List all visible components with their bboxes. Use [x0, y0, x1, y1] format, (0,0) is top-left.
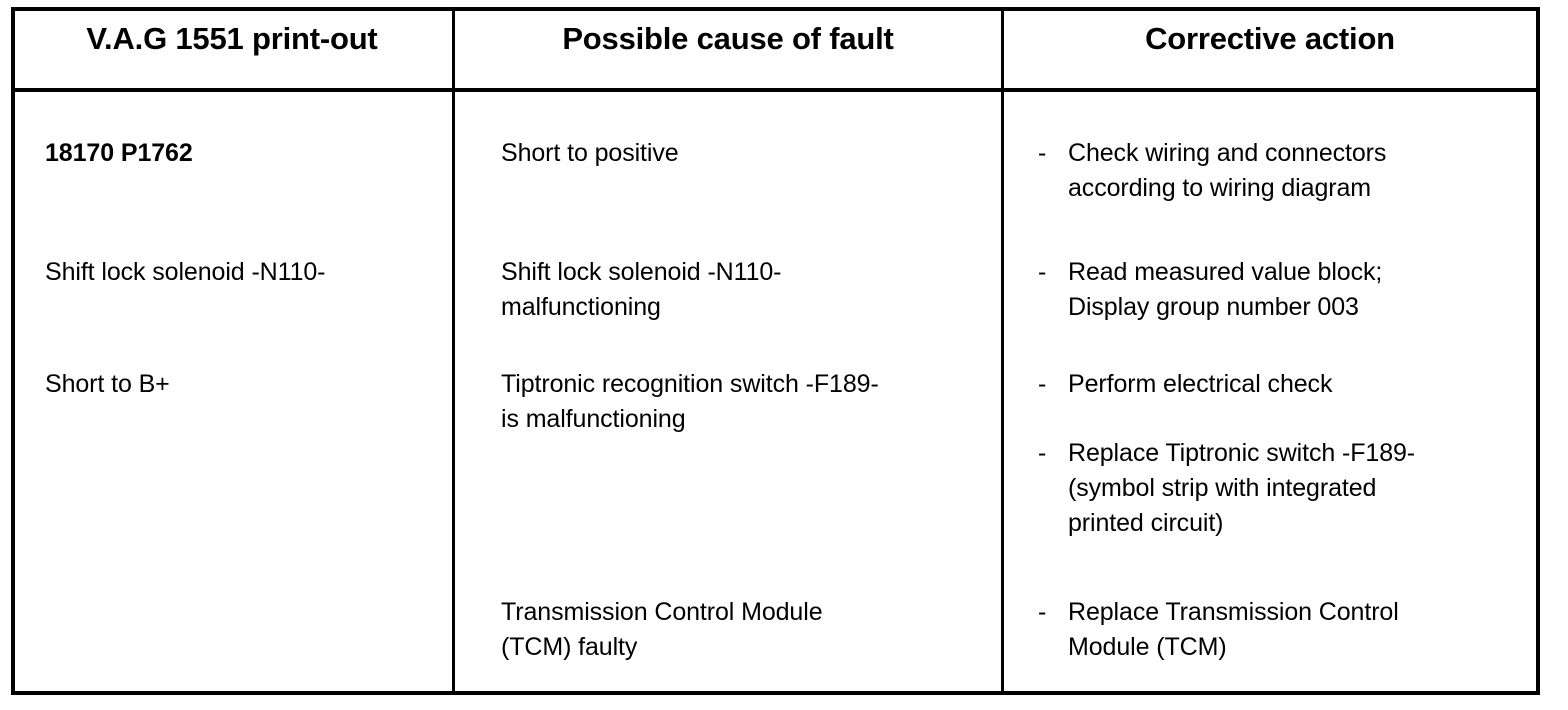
action-entry-text: Read measured value block; Display group… — [1068, 258, 1383, 321]
action-entry: - Read measured value block; Display gro… — [1038, 255, 1528, 325]
table-body: 18170 P1762 Shift lock solenoid -N110- S… — [15, 92, 1536, 691]
action-entry-text: Check wiring and connectors according to… — [1068, 139, 1387, 202]
column-header-cause-label: Possible cause of fault — [562, 21, 894, 56]
column-cause: Short to positive Shift lock solenoid -N… — [452, 92, 1001, 691]
table-header-row: V.A.G 1551 print-out Possible cause of f… — [15, 11, 1536, 92]
action-entry: - Replace Transmission Control Module (T… — [1038, 595, 1528, 665]
column-header-action: Corrective action — [1001, 11, 1536, 92]
column-header-printout: V.A.G 1551 print-out — [15, 11, 449, 92]
hyphen-bullet-icon: - — [1038, 370, 1047, 398]
cause-entry: Tiptronic recognition switch -F189- is m… — [501, 370, 879, 433]
printout-entry: Shift lock solenoid -N110- — [45, 258, 326, 286]
action-entry: - Replace Tiptronic switch -F189- (symbo… — [1038, 436, 1528, 541]
printout-entry: Short to B+ — [45, 370, 170, 398]
column-printout: 18170 P1762 Shift lock solenoid -N110- S… — [15, 92, 449, 691]
action-entry-text: Replace Transmission Control Module (TCM… — [1068, 598, 1399, 661]
column-header-action-label: Corrective action — [1145, 21, 1395, 56]
cause-entry: Shift lock solenoid -N110- malfunctionin… — [501, 258, 782, 321]
action-entry: - Perform electrical check — [1038, 367, 1528, 402]
printout-entry: 18170 P1762 — [45, 139, 193, 167]
action-entry: - Check wiring and connectors according … — [1038, 136, 1528, 206]
column-action: - Check wiring and connectors according … — [1001, 92, 1536, 691]
action-entry-text: Replace Tiptronic switch -F189- (symbol … — [1068, 439, 1416, 537]
action-entry-text: Perform electrical check — [1068, 370, 1333, 398]
hyphen-bullet-icon: - — [1038, 598, 1047, 626]
hyphen-bullet-icon: - — [1038, 139, 1047, 167]
cause-entry: Short to positive — [501, 139, 679, 167]
hyphen-bullet-icon: - — [1038, 258, 1047, 286]
column-header-cause: Possible cause of fault — [452, 11, 1001, 92]
fault-diagnosis-table: V.A.G 1551 print-out Possible cause of f… — [11, 7, 1540, 695]
column-header-printout-label: V.A.G 1551 print-out — [86, 21, 378, 56]
cause-entry: Transmission Control Module (TCM) faulty — [501, 598, 823, 661]
hyphen-bullet-icon: - — [1038, 439, 1047, 467]
